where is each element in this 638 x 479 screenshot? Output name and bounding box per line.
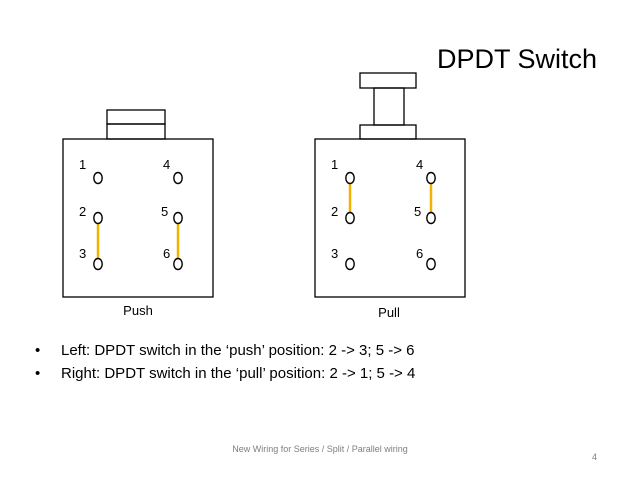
push-caption: Push — [123, 303, 153, 318]
bullet-text: Right: DPDT switch in the ‘pull’ positio… — [61, 365, 416, 382]
push-pins — [93, 171, 183, 271]
push-switch-cap-top — [106, 109, 166, 125]
push-connections — [96, 222, 180, 259]
pull-pin-5 — [426, 211, 436, 225]
push-pin-6 — [173, 257, 183, 271]
pull-pin-label-1: 1 — [331, 157, 338, 172]
push-pin-label-6: 6 — [163, 246, 170, 261]
pull-pin-1 — [345, 171, 355, 185]
push-pin-4 — [173, 171, 183, 185]
pull-connections — [348, 183, 433, 213]
bullet-item: • Right: DPDT switch in the ‘pull’ posit… — [35, 364, 415, 387]
push-pin-3 — [93, 257, 103, 271]
pull-pin-3 — [345, 257, 355, 271]
pull-pins — [345, 171, 436, 271]
slide-footer: New Wiring for Series / Split / Parallel… — [232, 444, 408, 454]
push-pin-2 — [93, 211, 103, 225]
push-pin-label-2: 2 — [79, 204, 86, 219]
bullet-marker: • — [35, 365, 41, 382]
pull-pin-6 — [426, 257, 436, 271]
pull-pin-label-4: 4 — [416, 157, 423, 172]
push-pin-5 — [173, 211, 183, 225]
push-switch-cap-bottom — [106, 123, 166, 140]
push-pin-label-4: 4 — [163, 157, 170, 172]
push-pin-label-5: 5 — [161, 204, 168, 219]
pull-pin-2 — [345, 211, 355, 225]
bullet-marker: • — [35, 342, 41, 359]
pull-switch-knob — [359, 72, 417, 89]
bullet-item: • Left: DPDT switch in the ‘push’ positi… — [35, 341, 415, 364]
pull-switch-shaft — [373, 87, 405, 126]
pull-caption: Pull — [378, 305, 400, 320]
page-number: 4 — [592, 452, 598, 462]
pull-pin-4 — [426, 171, 436, 185]
pull-pin-label-6: 6 — [416, 246, 423, 261]
bullet-list: • Left: DPDT switch in the ‘push’ positi… — [35, 341, 415, 387]
pull-pin-label-2: 2 — [331, 204, 338, 219]
push-switch — [62, 109, 214, 298]
push-pin-1 — [93, 171, 103, 185]
pull-pin-label-5: 5 — [414, 204, 421, 219]
push-pin-label-3: 3 — [79, 246, 86, 261]
pull-switch — [314, 72, 466, 298]
slide-title: DPDT Switch — [437, 44, 598, 74]
pull-pin-label-3: 3 — [331, 246, 338, 261]
push-pin-label-1: 1 — [79, 157, 86, 172]
bullet-text: Left: DPDT switch in the ‘push’ position… — [61, 342, 415, 359]
pull-switch-collar — [359, 124, 417, 140]
